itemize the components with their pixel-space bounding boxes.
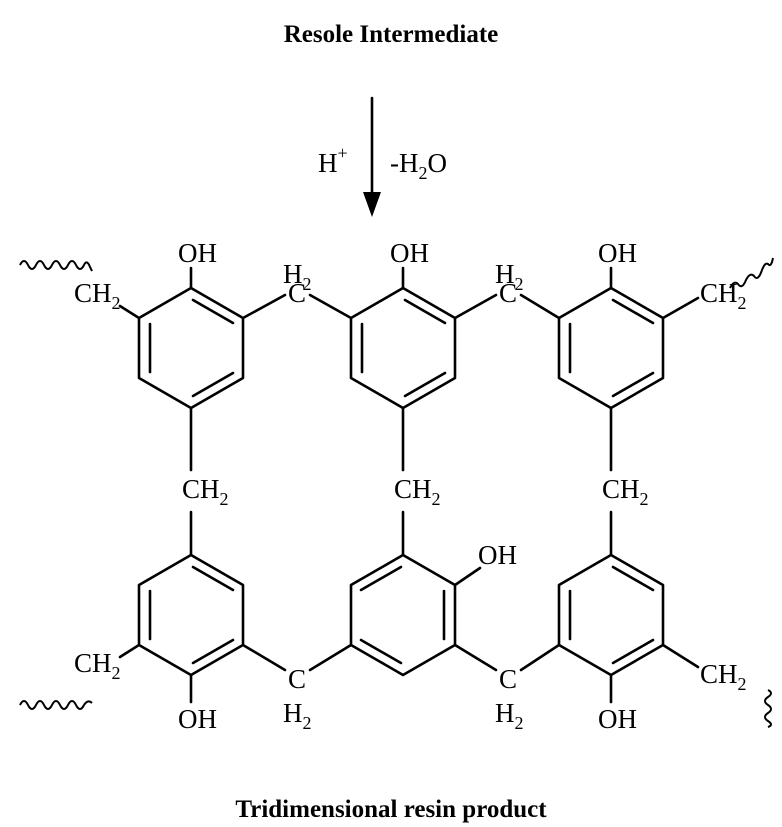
- methylene-label-right: CH2: [602, 474, 649, 509]
- resin-structure: [118, 266, 700, 704]
- bridge-h2-top-left: H2: [283, 259, 312, 294]
- wavy-bond-bottom-left: [19, 700, 93, 710]
- hydroxyl-label-bottom-left: OH: [178, 704, 217, 734]
- phenol-ring-bottom-right: [557, 553, 665, 677]
- reaction-arrow: [363, 96, 381, 217]
- wavy-bond-top-left: [19, 260, 93, 272]
- methylene-label-outer-bottom-right: CH2: [700, 659, 747, 694]
- bridge-h2-top-right: H2: [495, 259, 524, 294]
- hydroxyl-label-top-middle: OH: [390, 238, 429, 268]
- hydroxyl-label-bottom-middle: OH: [478, 540, 517, 570]
- bridge-carbon-bottom-right: C: [499, 664, 517, 694]
- methylene-label-left: CH2: [182, 474, 229, 509]
- methylene-label-outer-top-left: CH2: [74, 278, 121, 313]
- wavy-bond-bottom-right: [764, 689, 772, 728]
- hydroxyl-label-top-right: OH: [598, 238, 637, 268]
- wavy-bond-top-right: [729, 257, 774, 289]
- methylene-label-outer-top-right: CH2: [700, 278, 747, 313]
- bridge-carbon-top-left: C: [288, 278, 306, 308]
- acid-catalyst-label: H+: [318, 143, 348, 178]
- bridge-carbon-top-right: C: [499, 278, 517, 308]
- phenol-ring-top-left: [137, 286, 245, 410]
- phenol-ring-bottom-middle: [349, 553, 457, 677]
- bottom-title: Tridimensional resin product: [235, 796, 547, 823]
- phenol-ring-bottom-left: [137, 553, 245, 677]
- bridge-h2-bottom-right: H2: [495, 698, 524, 733]
- wavy-continuation-bonds: [19, 257, 774, 728]
- phenol-ring-top-middle: [349, 286, 457, 410]
- hydroxyl-label-top-left: OH: [178, 238, 217, 268]
- bridge-carbon-bottom-left: C: [288, 664, 306, 694]
- hydroxyl-label-bottom-right: OH: [598, 704, 637, 734]
- top-title: Resole Intermediate: [284, 21, 499, 48]
- phenol-ring-top-right: [557, 286, 665, 410]
- methylene-label-middle: CH2: [394, 474, 441, 509]
- methylene-label-outer-bottom-left: CH2: [74, 648, 121, 683]
- bridge-h2-bottom-left: H2: [283, 698, 312, 733]
- water-loss-label: -H2O: [390, 148, 447, 183]
